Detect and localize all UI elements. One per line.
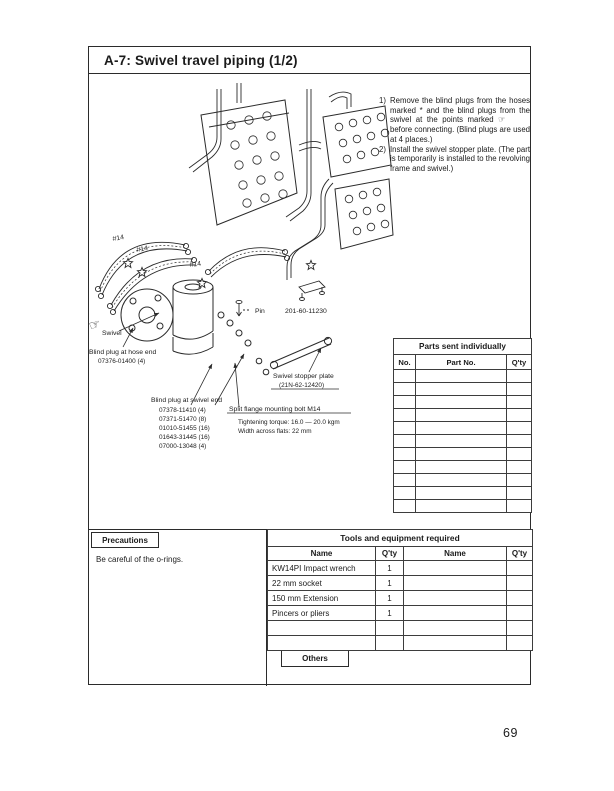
tool-name: Pincers or pliers [267,605,376,621]
page-title: A-7: Swivel travel piping (1/2) [104,52,298,68]
pipe-lines [188,83,352,280]
parts-col-no: No. [393,354,416,370]
tool-name: 22 mm socket [267,575,376,591]
tools-col-name: Name [267,546,376,561]
precautions-tab: Precautions [91,532,159,548]
parts-table-title-row: Parts sent individually [392,338,533,355]
parts-col-partno: Part No. [415,354,507,370]
tool-qty: 1 [375,575,404,591]
parts-col-qty: Q'ty [505,354,533,370]
others-tab: Others [281,650,349,667]
table-row [267,635,533,651]
table-row [393,369,533,383]
table-row [393,421,533,435]
hoses [94,241,291,316]
swivel-label: Swivel [102,330,122,337]
precautions-label: Precautions [102,535,148,545]
hose-size-label: #14 [189,260,201,269]
table-row [393,447,533,461]
table-row [393,473,533,487]
tool-qty: 1 [375,605,404,621]
instruction-item: 1) Remove the blind plugs from the hoses… [379,96,530,145]
table-row [267,620,533,636]
tools-col-name2: Name [403,546,507,561]
content-frame: A-7: Swivel travel piping (1/2) 1) Remov… [88,46,533,686]
blind-hose-part: 07376-01400 (4) [98,358,145,365]
blind-swivel-part: 07371-51470 (8) [159,416,206,423]
instruction-item: 2) Install the swivel stopper plate. (Th… [379,145,530,174]
tools-col-qty: Q'ty [375,546,404,561]
tool-name: KW14PI Impact wrench [267,560,376,576]
blind-swivel-label: Blind plug at swivel end [151,397,222,404]
instruction-number: 2) [379,144,386,154]
tool-qty: 1 [375,560,404,576]
table-row [393,486,533,500]
instruction-number: 1) [379,96,386,105]
hose-size-label: #14 [112,234,125,243]
pin-part-label: 201-60-11230 [285,308,327,315]
tools-table-title: Tools and equipment required [267,529,533,547]
table-row: 150 mm Extension 1 [267,590,533,606]
blind-swivel-part: 07378-11410 (4) [159,407,206,414]
parts-table: Parts sent individually No. Part No. Q't… [392,338,533,513]
tools-table-header-row: Name Q'ty Name Q'ty [267,546,533,561]
hose-size-label: #14 [136,245,149,254]
parts-table-header-row: No. Part No. Q'ty [393,354,533,370]
blind-swivel-part: 07000-13048 (4) [159,443,206,450]
swivel-assembly [120,279,252,355]
stopper-part: (21N-62-12420) [279,382,324,389]
table-row [393,460,533,474]
tools-table-title-row: Tools and equipment required [267,529,533,547]
instruction-text: Remove the blind plugs from the hoses ma… [390,96,530,144]
instruction-text: Install the swivel stopper plate. (The p… [390,144,530,173]
title-bar: A-7: Swivel travel piping (1/2) [89,47,530,74]
table-row: Pincers or pliers 1 [267,605,533,621]
blind-swivel-part: 01643-31445 (16) [159,434,210,441]
leader-arrows [118,312,351,414]
valve-fittings [226,111,390,236]
diagram-labels: #14 #14 #14 Swivel Blind plug at hose en… [89,234,340,450]
tools-col-qty2: Q'ty [506,546,533,561]
table-row [393,382,533,396]
table-row [393,434,533,448]
stopper-plate [255,336,333,376]
pointing-hand-icon: ☞ [89,316,103,334]
precautions-text: Be careful of the o-rings. [96,555,184,564]
precautions-section: Precautions Be careful of the o-rings. [89,529,267,686]
pin-label: Pin [255,308,265,315]
pin-detail [235,299,251,317]
valve-banks [200,99,394,250]
tool-name: 150 mm Extension [267,590,376,606]
blind-swivel-part: 01010-51455 (16) [159,425,210,432]
split-flange-width: Width across flats: 22 mm [238,428,312,435]
table-row [393,408,533,422]
piping-diagram: ☞ #14 #14 #14 Swivel Blind plug at hose … [89,83,394,450]
split-flange-label: Split flange mounting bolt M14 [229,406,321,413]
page-number: 69 [503,726,518,740]
bracket-part [298,280,326,301]
tools-table: Tools and equipment required Name Q'ty N… [267,529,533,651]
instructions: 1) Remove the blind plugs from the hoses… [379,96,530,174]
tool-qty: 1 [375,590,404,606]
split-flange-torque: Tightening torque: 16.0 — 20.0 kgm [238,419,340,426]
table-row [393,395,533,409]
table-row [393,499,533,513]
stopper-label: Swivel stopper plate [273,373,334,380]
parts-table-title: Parts sent individually [392,338,533,355]
others-label: Others [302,654,328,663]
blind-hose-label: Blind plug at hose end [89,349,156,356]
table-row: KW14PI Impact wrench 1 [267,560,533,576]
table-row: 22 mm socket 1 [267,575,533,591]
